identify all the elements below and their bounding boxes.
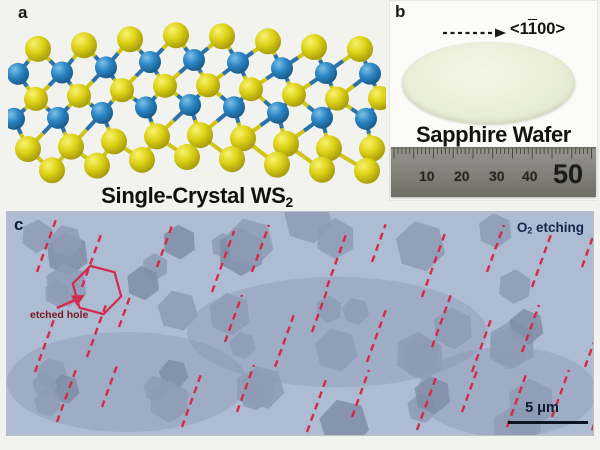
caption-subscript: 2 [285,194,294,210]
highlighted-etched-hole-outline [71,264,123,316]
direction-overlined-digit: 1 [527,20,538,38]
direction-dash-mark [505,374,527,428]
direction-label: <1100> [510,20,565,39]
direction-post: 00> [537,20,566,38]
panel-a-caption: Single-Crystal WS2 [8,183,386,210]
direction-dash-mark [430,294,452,348]
direction-arrow-icon [443,28,506,38]
direction-dash-mark [55,369,77,423]
direction-dash-mark [155,224,174,268]
direction-dash-mark [365,309,387,363]
direction-dash-mark [117,296,132,328]
direction-dash-mark [415,373,439,431]
direction-dash-mark [100,364,119,408]
o2-subscript: 2 [527,225,533,236]
ws2-crystal-model-image [8,22,386,184]
direction-dash-mark [520,304,541,353]
panel-c-label: c [14,215,24,234]
scale-bar-label: 5 μm [525,400,559,416]
direction-dash-mark [210,230,236,293]
direction-dash-mark [485,224,506,273]
o2-etching-label: O2 etching [517,220,584,236]
ruler-number-50: 50 [553,159,584,189]
direction-dash-mark [310,289,329,333]
direction-dash-mark [273,310,297,368]
scale-bar [508,421,588,424]
direction-pre: <1 [510,20,528,38]
panel-b-label: b [395,2,406,21]
direction-dash-mark [530,234,552,288]
panel-a-crystal-structure: a Single-Crystal WS2 [8,2,386,210]
ruler-number-40: 40 [522,168,538,184]
direction-dash-mark [460,369,479,413]
wafer-caption: Sapphire Wafer [416,122,571,147]
direction-dash-mark [250,224,271,273]
direction-dash-mark [305,375,329,433]
direction-dash-mark [470,315,494,373]
ruler-tick-marks [391,147,596,159]
etched-hole-arrow-icon [56,297,78,310]
direction-dash-mark [223,294,244,343]
direction-dash-mark [325,230,349,288]
ruler-number-10: 10 [419,168,435,184]
ruler-image: 10 20 30 40 50 [391,147,596,197]
direction-dash-mark [180,370,204,428]
direction-dash-mark [370,223,387,263]
caption-main-text: Single-Crystal WS [101,183,286,208]
etching-text: etching [532,220,584,235]
sapphire-wafer-image [402,42,575,124]
ruler-number-30: 30 [489,168,505,184]
direction-dash-mark [350,369,371,418]
direction-dash-mark [33,315,57,373]
direction-dash-mark [85,304,107,358]
etched-hole-label: etched hole [30,309,89,321]
crystal-direction-annotation: <1100> [389,19,598,41]
ruler-number-20: 20 [454,168,470,184]
etched-hole-arrowhead [71,295,85,306]
panel-a-label: a [18,3,28,22]
panel-c-sem-image: c O2 etching etched hole 5 μm [6,211,594,436]
direction-dash-mark [80,230,104,288]
o2-symbol: O [516,220,528,235]
panel-b-sapphire-wafer-photo: b <1100> Sapphire Wafer 10 20 30 40 50 [389,0,598,201]
direction-dash-mark [35,219,57,273]
direction-dash-mark [235,364,256,413]
direction-dash-mark [550,369,571,418]
sem-etched-surface-image [7,212,593,435]
